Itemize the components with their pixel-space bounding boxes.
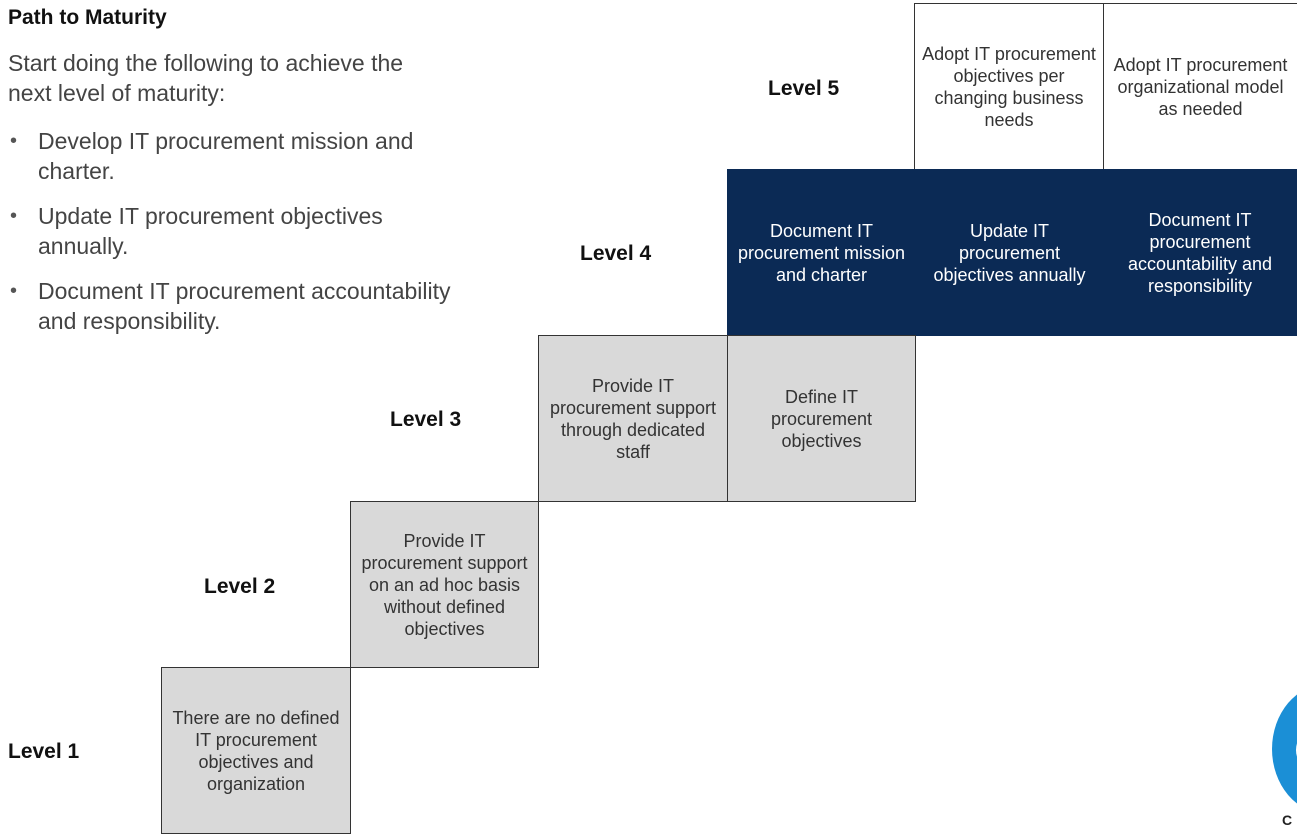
- level-1-label: Level 1: [8, 740, 80, 763]
- level-4-cell-1-text: Document IT procurement mission and char…: [737, 220, 906, 285]
- level-4-label: Level 4: [580, 242, 652, 265]
- bullet-text: Document IT procurement accountability a…: [38, 278, 451, 334]
- level-5-label: Level 5: [768, 77, 840, 100]
- logo-text: C: [1282, 812, 1293, 828]
- level-3-cell-2: Define IT procurement objectives: [727, 335, 916, 502]
- level-4-cell-2: Update IT procurement objectives annuall…: [915, 169, 1104, 336]
- level-1-cell-1-text: There are no defined IT procurement obje…: [172, 707, 340, 794]
- level-2-cell-1-text: Provide IT procurement support on an ad …: [361, 530, 528, 639]
- bullet-text: Update IT procurement objectives annuall…: [38, 203, 383, 259]
- bullet-icon: •: [10, 280, 18, 302]
- bullet-item: • Document IT procurement accountability…: [8, 276, 458, 336]
- level-4-cell-3-text: Document IT procurement accountability a…: [1127, 209, 1273, 296]
- bullet-text: Develop IT procurement mission and chart…: [38, 128, 414, 184]
- level-1-cell-1: There are no defined IT procurement obje…: [161, 667, 351, 834]
- intro-text: Start doing the following to achieve the…: [8, 50, 404, 106]
- level-3-cell-2-text: Define IT procurement objectives: [770, 386, 873, 451]
- level-3-label: Level 3: [390, 408, 462, 431]
- level-5-cell-2-text: Adopt IT procurement organizational mode…: [1113, 54, 1288, 119]
- level-5-cell-2: Adopt IT procurement organizational mode…: [1103, 3, 1297, 170]
- level-4-cell-3: Document IT procurement accountability a…: [1103, 169, 1297, 336]
- bullet-item: • Develop IT procurement mission and cha…: [8, 126, 458, 186]
- level-5-cell-1: Adopt IT procurement objectives per chan…: [914, 3, 1104, 170]
- level-4-cell-2-text: Update IT procurement objectives annuall…: [933, 220, 1086, 285]
- bullet-icon: •: [10, 205, 18, 227]
- bullet-list: • Develop IT procurement mission and cha…: [8, 126, 458, 351]
- level-5-cell-1-text: Adopt IT procurement objectives per chan…: [922, 43, 1096, 130]
- level-4-cell-1: Document IT procurement mission and char…: [727, 169, 916, 336]
- level-2-cell-1: Provide IT procurement support on an ad …: [350, 501, 539, 668]
- page-title: Path to Maturity: [8, 6, 167, 29]
- bullet-icon: •: [10, 130, 18, 152]
- level-3-cell-1-text: Provide IT procurement support through d…: [549, 375, 717, 462]
- logo-mark-icon: [1272, 684, 1297, 814]
- level-3-cell-1: Provide IT procurement support through d…: [538, 335, 728, 502]
- level-2-label: Level 2: [204, 575, 276, 598]
- bullet-item: • Update IT procurement objectives annua…: [8, 201, 458, 261]
- brand-logo: C: [1240, 670, 1297, 836]
